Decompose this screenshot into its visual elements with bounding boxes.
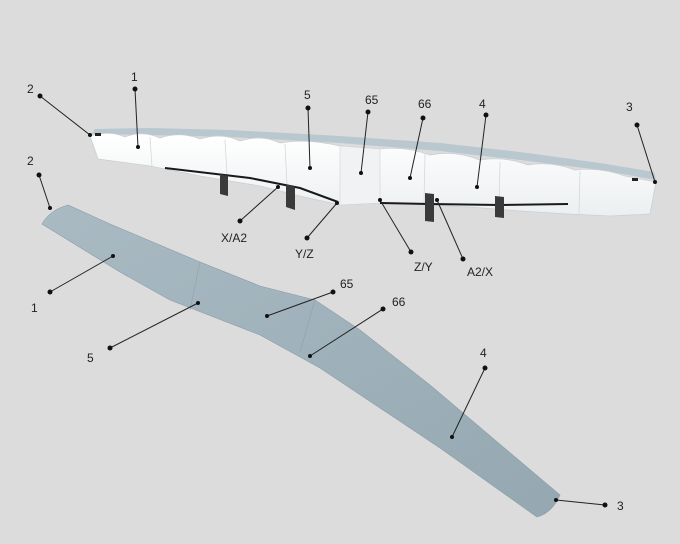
upper-wing-leading-edge [92, 128, 656, 180]
callout-y-z: Y/Z [295, 201, 339, 261]
lower-wing-surface [41, 204, 561, 518]
upper-wing-left-tip-marker [95, 133, 101, 136]
callout-upper-5-label: 5 [304, 88, 311, 102]
callout-upper-5: 5 [304, 88, 312, 170]
callout-lower-1-label: 1 [31, 301, 38, 315]
callout-upper-2: 2 [27, 82, 92, 137]
callout-z-y: Z/Y [378, 198, 433, 274]
callout-upper-1-label: 1 [131, 70, 138, 84]
callout-lower-2-label: 2 [27, 154, 34, 168]
lower-callouts: 2 1 5 65 66 4 [27, 154, 624, 513]
upper-wing-spar-right [379, 202, 569, 207]
callout-lower-2: 2 [27, 154, 52, 210]
callout-upper-4: 4 [475, 97, 489, 189]
callout-a2-x-label: A2/X [467, 265, 493, 279]
upper-wing-hinges [220, 174, 504, 222]
callout-upper-65-label: 65 [365, 93, 379, 107]
callout-lower-65: 65 [265, 277, 354, 318]
upper-wing-spar-left [164, 167, 339, 203]
callout-lower-66-label: 66 [392, 295, 406, 309]
callout-lower-1: 1 [31, 254, 115, 315]
callout-a2-x: A2/X [435, 198, 493, 279]
callout-lower-3: 3 [554, 498, 624, 513]
callout-upper-4-label: 4 [479, 97, 486, 111]
callout-y-z-label: Y/Z [295, 247, 314, 261]
callout-upper-66-label: 66 [418, 97, 432, 111]
upper-wing-right-tip-marker [632, 178, 638, 181]
upper-wing-center-panel [339, 145, 381, 206]
callout-upper-1: 1 [131, 70, 140, 149]
callout-upper-65: 65 [359, 93, 379, 175]
callout-upper-3-label: 3 [626, 100, 633, 114]
upper-callouts: 2 1 5 65 66 4 [27, 70, 657, 279]
callout-z-y-label: Z/Y [414, 260, 433, 274]
callout-lower-66: 66 [308, 295, 406, 358]
callout-lower-4-label: 4 [480, 346, 487, 360]
callout-upper-2-label: 2 [27, 82, 34, 96]
callout-upper-66: 66 [408, 97, 432, 180]
callout-lower-65-label: 65 [340, 277, 354, 291]
lower-wing-center-seam [189, 261, 316, 353]
callout-lower-3-label: 3 [617, 499, 624, 513]
callout-lower-4: 4 [450, 346, 488, 439]
callout-lower-5: 5 [87, 301, 200, 365]
upper-wing-part [89, 128, 657, 222]
lower-wing-part [41, 204, 561, 518]
callout-x-a2-label: X/A2 [221, 231, 247, 245]
callout-x-a2: X/A2 [221, 185, 280, 245]
callout-upper-3: 3 [626, 100, 657, 184]
callout-lower-5-label: 5 [87, 351, 94, 365]
